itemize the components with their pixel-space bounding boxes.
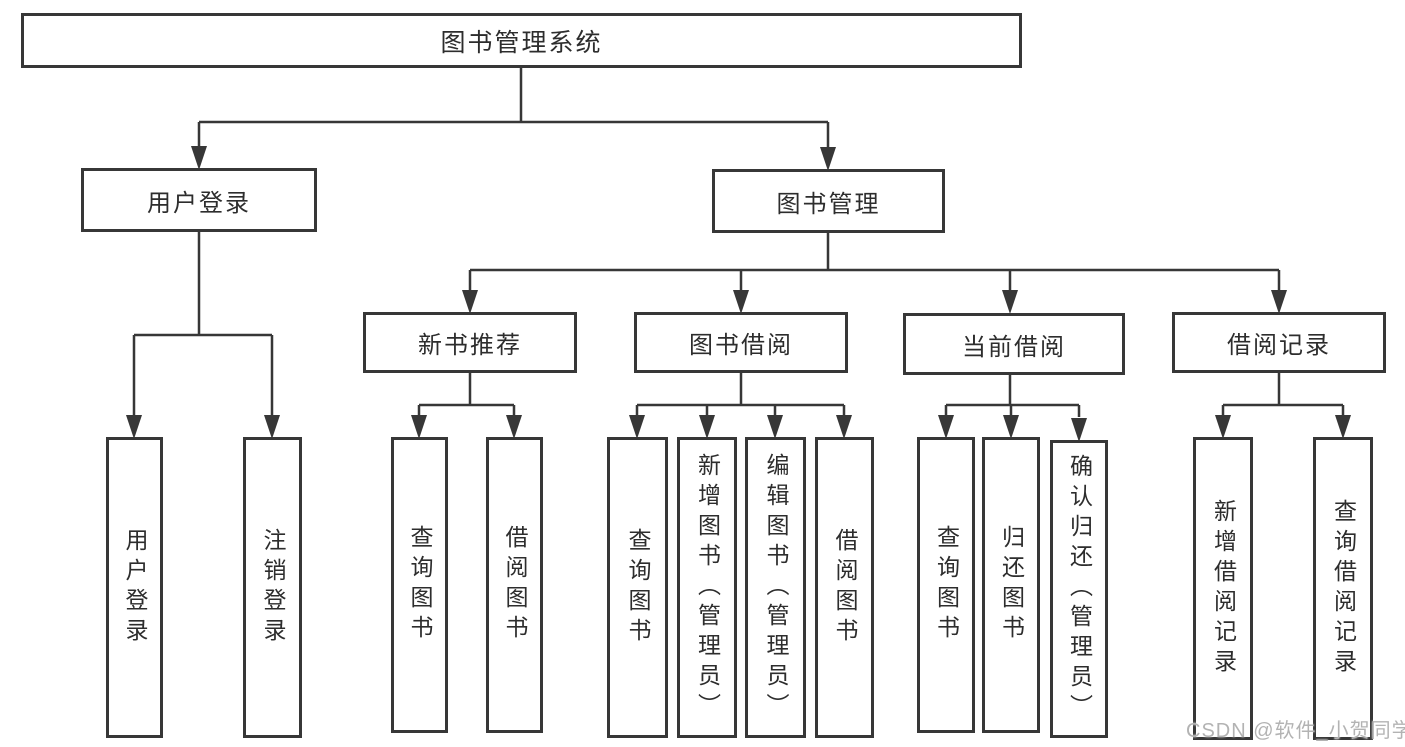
arrowhead-icon bbox=[264, 415, 280, 439]
connector-userlogin-leaves bbox=[132, 232, 274, 417]
arrowhead-icon bbox=[1271, 290, 1287, 314]
arrowhead-icon bbox=[1335, 415, 1351, 439]
leaf-add-borrow-record-label: 新增借阅记录 bbox=[1210, 498, 1237, 679]
leaf-query-books-current: 查询图书 bbox=[917, 437, 975, 733]
leaf-query-books-recommend: 查询图书 bbox=[391, 437, 448, 733]
leaf-borrow-books-recommend: 借阅图书 bbox=[486, 437, 543, 733]
leaf-query-books-current-label: 查询图书 bbox=[933, 525, 960, 645]
arrowhead-icon bbox=[767, 415, 783, 439]
leaf-edit-book-admin: 编辑图书（管理员） bbox=[745, 437, 806, 738]
connector-bookborrow-leaves bbox=[635, 373, 846, 417]
leaf-borrow-books-label: 借阅图书 bbox=[832, 527, 858, 648]
leaf-return-book: 归还图书 bbox=[982, 437, 1040, 733]
leaf-query-borrow-record: 查询借阅记录 bbox=[1313, 437, 1373, 740]
leaf-add-borrow-record: 新增借阅记录 bbox=[1193, 437, 1253, 740]
leaf-edit-book-admin-label: 编辑图书（管理员） bbox=[763, 452, 789, 723]
node-new-book-recommend-label: 新书推荐 bbox=[418, 332, 522, 359]
connector-borrowrecord-leaves bbox=[1221, 373, 1345, 417]
arrowhead-icon bbox=[191, 146, 207, 170]
node-book-management-label: 图书管理 bbox=[776, 190, 881, 218]
arrowhead-icons bbox=[126, 146, 1351, 442]
leaf-borrow-books-recommend-label: 借阅图书 bbox=[502, 525, 528, 645]
leaf-logout: 注销登录 bbox=[243, 437, 302, 738]
node-book-borrowing: 图书借阅 bbox=[634, 312, 848, 373]
node-book-management: 图书管理 bbox=[712, 169, 945, 233]
leaf-add-book-admin-label: 新增图书（管理员） bbox=[694, 452, 721, 723]
leaf-user-login-label: 用户登录 bbox=[122, 527, 148, 648]
leaf-query-books-borrowing: 查询图书 bbox=[607, 437, 668, 738]
node-borrowing-records-label: 借阅记录 bbox=[1227, 332, 1331, 359]
node-current-borrowing-label: 当前借阅 bbox=[962, 333, 1066, 361]
leaf-borrow-books: 借阅图书 bbox=[815, 437, 874, 738]
node-new-book-recommend: 新书推荐 bbox=[363, 312, 577, 373]
arrowhead-icon bbox=[411, 415, 427, 439]
arrowhead-icon bbox=[1003, 415, 1019, 439]
arrowhead-icon bbox=[699, 415, 715, 439]
leaf-add-book-admin: 新增图书（管理员） bbox=[677, 437, 737, 738]
leaf-logout-label: 注销登录 bbox=[260, 527, 286, 648]
leaf-user-login: 用户登录 bbox=[106, 437, 163, 738]
leaf-query-borrow-record-label: 查询借阅记录 bbox=[1330, 498, 1357, 679]
leaf-return-book-label: 归还图书 bbox=[998, 525, 1025, 645]
connector-bookmgmt-level2 bbox=[468, 233, 1281, 292]
node-user-login: 用户登录 bbox=[81, 168, 317, 232]
node-borrowing-records: 借阅记录 bbox=[1172, 312, 1386, 373]
arrowhead-icon bbox=[1215, 415, 1231, 439]
watermark: CSDN @软件_小贺同学 bbox=[1186, 720, 1405, 742]
node-root-label: 图书管理系统 bbox=[440, 28, 603, 57]
arrowhead-icon bbox=[629, 415, 645, 439]
arrowhead-icon bbox=[1071, 418, 1087, 442]
connector-newbookrec-leaves bbox=[417, 373, 516, 417]
leaf-query-books-recommend-label: 查询图书 bbox=[407, 525, 433, 645]
connector-root-level1 bbox=[197, 68, 830, 149]
arrowhead-icon bbox=[126, 415, 142, 439]
arrowhead-icon bbox=[938, 415, 954, 439]
leaf-query-books-borrowing-label: 查询图书 bbox=[625, 527, 651, 648]
leaf-confirm-return-admin-label: 确认归还（管理员） bbox=[1066, 454, 1093, 724]
connector-currentborrow-leaves bbox=[944, 373, 1081, 417]
arrowhead-icon bbox=[733, 290, 749, 314]
node-user-login-label: 用户登录 bbox=[147, 189, 251, 217]
arrowhead-icon bbox=[1002, 290, 1018, 314]
arrowhead-icon bbox=[506, 415, 522, 439]
arrowhead-icon bbox=[836, 415, 852, 439]
arrowhead-icon bbox=[820, 147, 836, 171]
node-book-borrowing-label: 图书借阅 bbox=[689, 332, 793, 359]
leaf-confirm-return-admin: 确认归还（管理员） bbox=[1050, 440, 1108, 738]
node-current-borrowing: 当前借阅 bbox=[903, 313, 1125, 375]
arrowhead-icon bbox=[462, 290, 478, 314]
node-root-system: 图书管理系统 bbox=[21, 13, 1022, 68]
